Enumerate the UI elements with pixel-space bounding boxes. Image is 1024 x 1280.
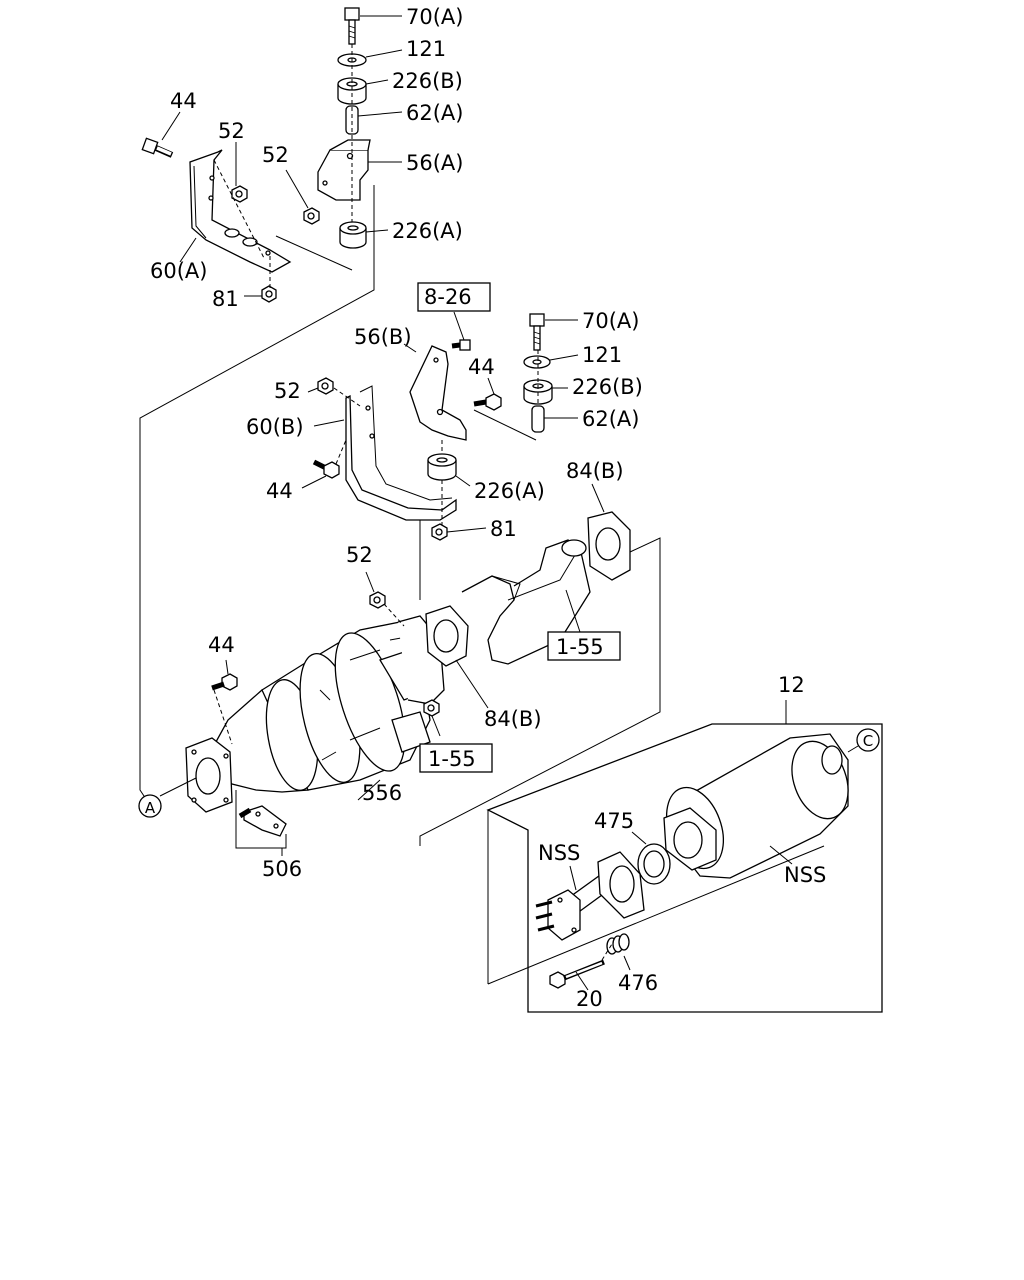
bracket-56b [403, 282, 502, 441]
mid-mount-stack [473, 313, 579, 441]
label-52-low: 52 [346, 543, 373, 567]
label-506: 506 [262, 857, 302, 881]
nut-52-low [369, 591, 386, 609]
label-52-mid: 52 [274, 379, 301, 403]
nut-low-right [423, 699, 440, 717]
label-62a-top: 62(A) [406, 101, 463, 125]
rubber-226a-mid [427, 453, 457, 481]
label-70a-top: 70(A) [406, 5, 463, 29]
label-nss-right: NSS [784, 863, 826, 887]
label-226a-mid: 226(A) [474, 479, 545, 503]
label-62a-mid: 62(A) [582, 407, 639, 431]
label-44-mid: 44 [468, 355, 495, 379]
rubber-226a-top [339, 221, 367, 249]
label-52-tl2: 52 [262, 143, 289, 167]
label-84b-top: 84(B) [566, 459, 624, 483]
label-44-tl: 44 [170, 89, 197, 113]
label-56a: 56(A) [406, 151, 463, 175]
nut-52-mid [317, 377, 334, 395]
bolt-44-top-left [141, 137, 174, 158]
label-226b-top: 226(B) [392, 69, 463, 93]
gasket-475 [637, 843, 671, 885]
bracket-60b [301, 377, 487, 600]
bracket-56a [317, 139, 371, 201]
gasket-84b-low [425, 605, 469, 667]
nut-52-tl2 [303, 207, 320, 225]
collar-62a-mid [531, 405, 545, 433]
bracket-60a [141, 111, 353, 303]
connector-c-circle [856, 728, 880, 752]
nut-81-mid [431, 523, 448, 541]
catalyst-body-556 [159, 571, 445, 856]
gasket-84b-top [587, 511, 631, 581]
connector-c-label: C [863, 732, 873, 750]
label-556: 556 [362, 781, 402, 805]
label-475: 475 [594, 809, 634, 833]
rubber-226b-top [337, 77, 367, 105]
label-20: 20 [576, 987, 603, 1011]
ref-box-8-26 [417, 282, 491, 312]
ref-box-1-55-a [547, 631, 621, 661]
bolt-8-26 [451, 339, 471, 351]
connector-a-label: A [145, 799, 156, 817]
muffler-assembly-box [486, 700, 883, 1013]
bolt-70a-mid [529, 313, 545, 351]
label-nss-left: NSS [538, 841, 580, 865]
label-84b-low: 84(B) [484, 707, 542, 731]
nut-52-tl1 [231, 185, 248, 203]
label-60a: 60(A) [150, 259, 207, 283]
label-56b: 56(B) [354, 325, 412, 349]
label-44-left: 44 [266, 479, 293, 503]
label-226b-mid: 226(B) [572, 375, 643, 399]
label-52-tl1: 52 [218, 119, 245, 143]
label-60b: 60(B) [246, 415, 304, 439]
label-70a-mid: 70(A) [582, 309, 639, 333]
label-12: 12 [778, 673, 805, 697]
collar-62a-top [345, 105, 359, 135]
spring-476 [606, 933, 630, 955]
label-1-55-b: 1-55 [428, 747, 476, 771]
bolt-70a-top [344, 7, 360, 45]
label-226a-top: 226(A) [392, 219, 463, 243]
ref-box-1-55-b [419, 743, 493, 773]
label-121-mid: 121 [582, 343, 622, 367]
bracket-506 [238, 805, 287, 837]
bolt-44-left [312, 459, 340, 479]
bolt-44-low [211, 673, 238, 691]
label-121-top: 121 [406, 37, 446, 61]
top-mount-stack [139, 7, 403, 803]
label-81-top: 81 [212, 287, 239, 311]
nut-81-top [261, 285, 277, 303]
label-1-55-a: 1-55 [556, 635, 604, 659]
label-476: 476 [618, 971, 658, 995]
label-8-26: 8-26 [424, 285, 472, 309]
bolt-20 [549, 959, 605, 989]
label-81-mid: 81 [490, 517, 517, 541]
connector-a-circle [138, 794, 162, 818]
front-flange [185, 737, 233, 813]
pipe-nss [547, 851, 645, 941]
bolt-44-mid [473, 393, 502, 411]
label-44-low: 44 [208, 633, 235, 657]
